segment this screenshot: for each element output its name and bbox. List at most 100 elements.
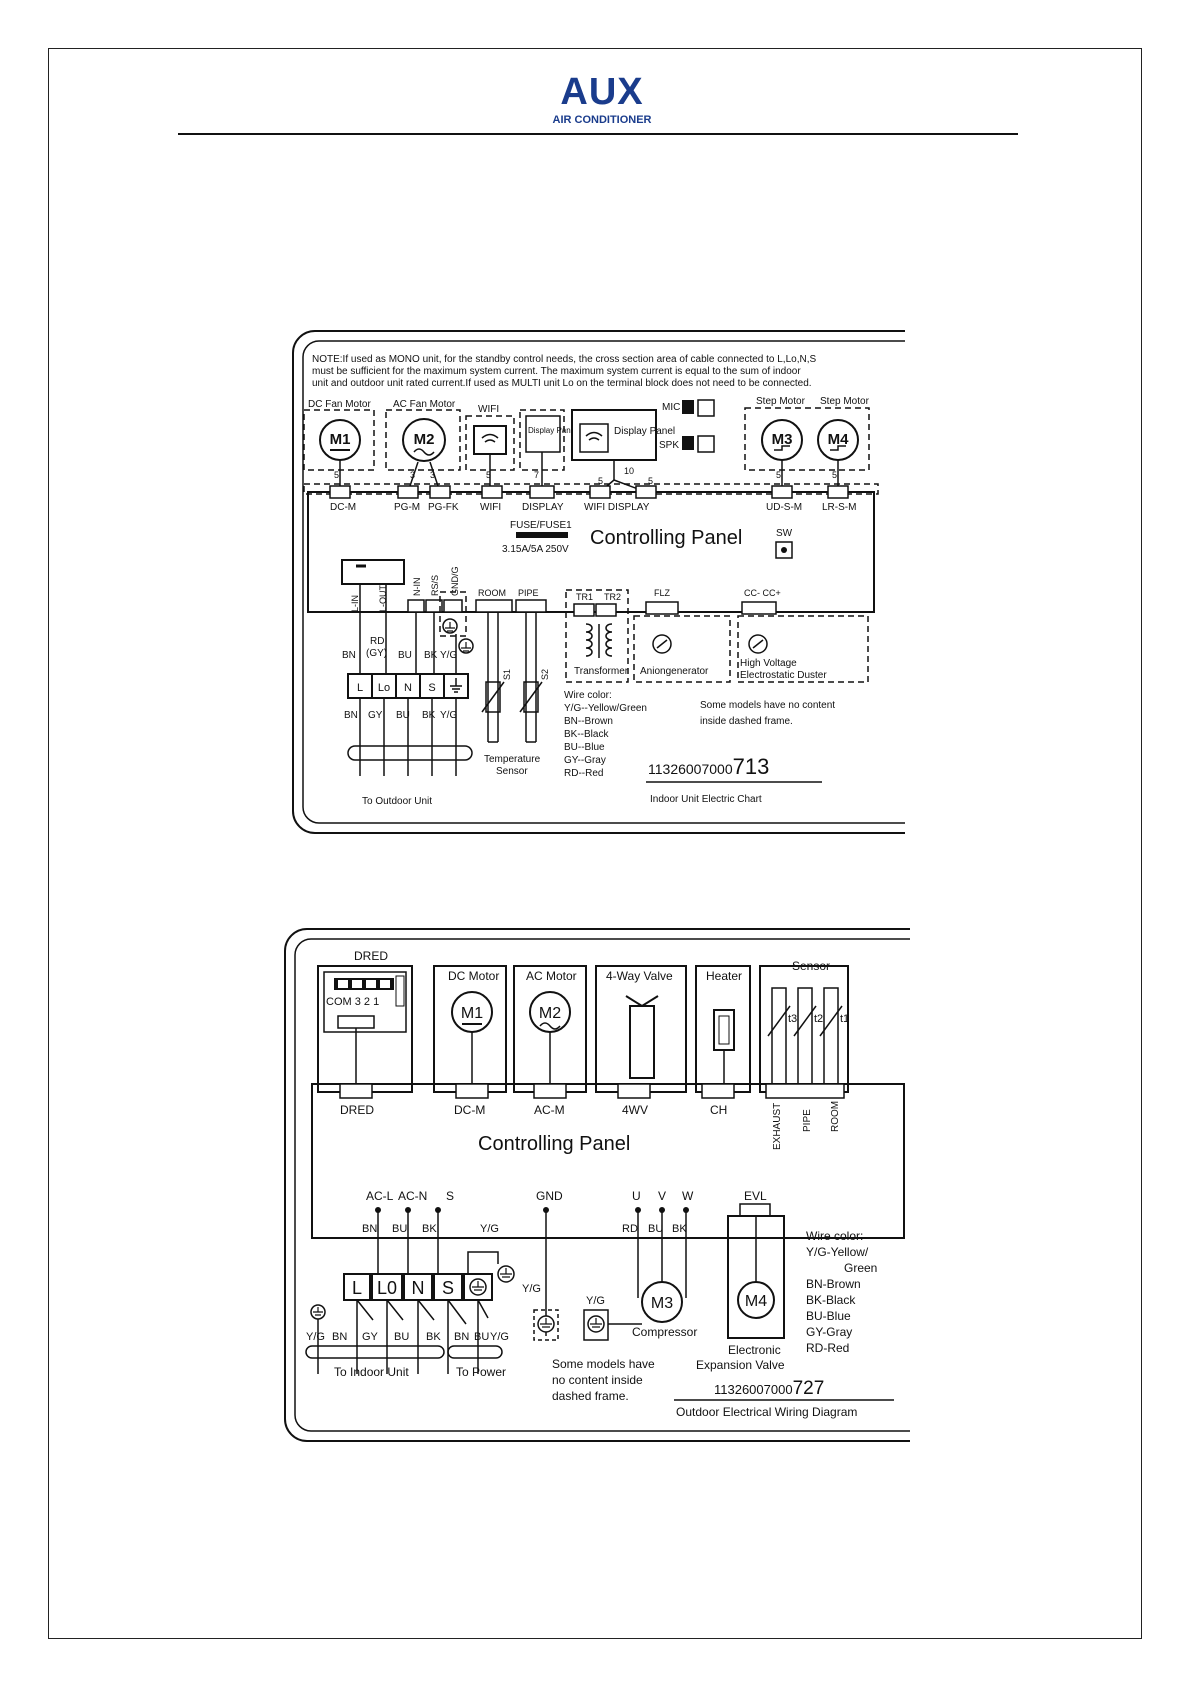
outdoor-4way-label: 4-Way Valve (606, 969, 673, 983)
indoor-note-line-1: NOTE:If used as MONO unit, for the stand… (312, 354, 816, 365)
header-rule (178, 133, 1018, 135)
indoor-note-line-3: unit and outdoor unit rated current.If u… (312, 378, 812, 389)
indoor-step-motor-label-1: Step Motor (756, 396, 806, 407)
indoor-gnd-g: GND/G (450, 566, 460, 596)
indoor-room: ROOM (478, 588, 506, 598)
outdoor-wire-color-bn: BN-Brown (806, 1277, 861, 1291)
indoor-m3-label: M3 (772, 431, 793, 448)
outdoor-wire-color-green: Green (844, 1261, 877, 1275)
outdoor-inner-frame (294, 938, 910, 1432)
outdoor-gnd: GND (536, 1189, 563, 1203)
outdoor-to-power: To Power (456, 1365, 506, 1379)
indoor-cc: CC- CC+ (744, 588, 781, 598)
indoor-outer-frame (292, 330, 905, 834)
indoor-flz: FLZ (654, 588, 671, 598)
outdoor-term-l: L (352, 1278, 362, 1298)
indoor-conn-dcm: DC-M (330, 502, 356, 513)
indoor-s2-label: S2 (540, 669, 550, 680)
outdoor-wire-color-bu: BU-Blue (806, 1309, 851, 1323)
outdoor-gnd-yg: Y/G (522, 1283, 541, 1295)
outdoor-part-suffix: 727 (793, 1378, 825, 1399)
indoor-term-ground-icon (450, 678, 462, 693)
indoor-pin-wifi: 5 (486, 470, 491, 480)
indoor-pin-display: 7 (534, 470, 539, 480)
page-frame (48, 48, 1142, 1639)
outdoor-wire-bu2: BU (648, 1223, 663, 1235)
indoor-m2-label: M2 (414, 431, 435, 448)
indoor-conn-pgm: PG-M (394, 502, 420, 513)
indoor-conn-lrs: LR-S-M (822, 502, 856, 513)
outdoor-conn-dcm: DC-M (454, 1103, 485, 1117)
outdoor-wire-color-title: Wire color: (806, 1229, 863, 1243)
indoor-wifi-icon-2 (585, 431, 603, 441)
indoor-s1-label: S1 (502, 669, 512, 680)
indoor-wire-rd: RD (370, 636, 384, 647)
outdoor-conn-room: ROOM (830, 1101, 841, 1132)
indoor-conn-wifi-display: WIFI DISPLAY (584, 502, 650, 513)
outdoor-sensor-t1: t1 (840, 1013, 849, 1025)
outdoor-w: W (682, 1189, 694, 1203)
outdoor-bottom-bu: BU (394, 1331, 409, 1343)
indoor-n-in: N-IN (412, 578, 422, 597)
indoor-display-panel-label-2: Display Panel (614, 426, 675, 437)
indoor-dashed-note-2: inside dashed frame. (700, 716, 793, 727)
indoor-conn-wifi: WIFI (480, 502, 501, 513)
outdoor-controlling-panel (311, 1083, 905, 1239)
indoor-term-s: S (428, 682, 435, 694)
outdoor-bottom-bu2: BU (474, 1331, 489, 1343)
indoor-ac-fan-motor-label: AC Fan Motor (393, 399, 456, 410)
indoor-hv-label-2: Electrostatic Duster (740, 670, 827, 681)
outdoor-conn-dred: DRED (340, 1103, 374, 1117)
indoor-anion-label: Aniongenerator (640, 666, 709, 677)
outdoor-conn-4wv: 4WV (622, 1103, 648, 1117)
indoor-part-number: 11326007000713 (648, 754, 769, 779)
indoor-bottom-yg: Y/G (440, 710, 457, 721)
indoor-wire-color-rd: RD--Red (564, 768, 603, 779)
outdoor-to-indoor: To Indoor Unit (334, 1365, 409, 1379)
outdoor-term-ground-icon (472, 1281, 484, 1291)
indoor-wifi-icon (481, 433, 499, 443)
indoor-wire-bu: BU (398, 650, 412, 661)
indoor-m1-label: M1 (330, 431, 351, 448)
outdoor-v: V (658, 1189, 666, 1203)
indoor-sw-label: SW (776, 528, 793, 539)
indoor-conn-display: DISPLAY (522, 502, 564, 513)
outdoor-bottom-yg: Y/G (306, 1331, 325, 1343)
outdoor-conn-pipe: PIPE (802, 1109, 813, 1132)
indoor-mic-label: MIC (662, 402, 680, 413)
outdoor-m3-label: M3 (651, 1295, 673, 1312)
indoor-part-suffix: 713 (733, 754, 770, 779)
outdoor-wire-bu: BU (392, 1223, 407, 1235)
outdoor-evl: EVL (744, 1189, 767, 1203)
indoor-term-lo: Lo (378, 682, 390, 694)
outdoor-wire-color-bk: BK-Black (806, 1293, 856, 1307)
indoor-tr1: TR1 (576, 592, 593, 602)
indoor-hv-label-1: High Voltage (740, 658, 797, 669)
indoor-term-l: L (357, 682, 363, 694)
outdoor-conn-ch: CH (710, 1103, 727, 1117)
outdoor-outer-frame (284, 928, 910, 1442)
indoor-chart-title: Indoor Unit Electric Chart (650, 794, 762, 805)
outdoor-wire-color-gy: GY-Gray (806, 1325, 852, 1339)
indoor-bottom-bu: BU (396, 710, 410, 721)
outdoor-u: U (632, 1189, 641, 1203)
indoor-inner-frame (302, 340, 905, 824)
outdoor-dc-motor-label: DC Motor (448, 969, 499, 983)
outdoor-wiring-diagram: DRED DC Motor AC Motor 4-Way Valve Heate… (284, 928, 910, 1442)
indoor-wire-color-yg: Y/G--Yellow/Green (564, 703, 647, 714)
indoor-fuse-label: FUSE/FUSE1 (510, 520, 572, 531)
indoor-pin-5d: 5 (648, 476, 653, 486)
outdoor-bottom-bn2: BN (454, 1331, 469, 1343)
indoor-wire-yg: Y/G (440, 650, 457, 661)
outdoor-sensor-t3: t3 (788, 1013, 797, 1025)
indoor-temp-sensor-1: Temperature (484, 754, 541, 765)
indoor-l-in: L-IN (350, 595, 360, 612)
indoor-wire-color-bu: BU--Blue (564, 742, 605, 753)
brand-name: AUX (560, 71, 644, 113)
indoor-to-outdoor: To Outdoor Unit (362, 796, 432, 807)
outdoor-acn: AC-N (398, 1189, 427, 1203)
indoor-term-n: N (404, 682, 412, 694)
indoor-wire-color-gy: GY--Gray (564, 755, 606, 766)
indoor-wifi-label: WIFI (478, 404, 499, 415)
outdoor-wire-bk: BK (422, 1223, 437, 1235)
